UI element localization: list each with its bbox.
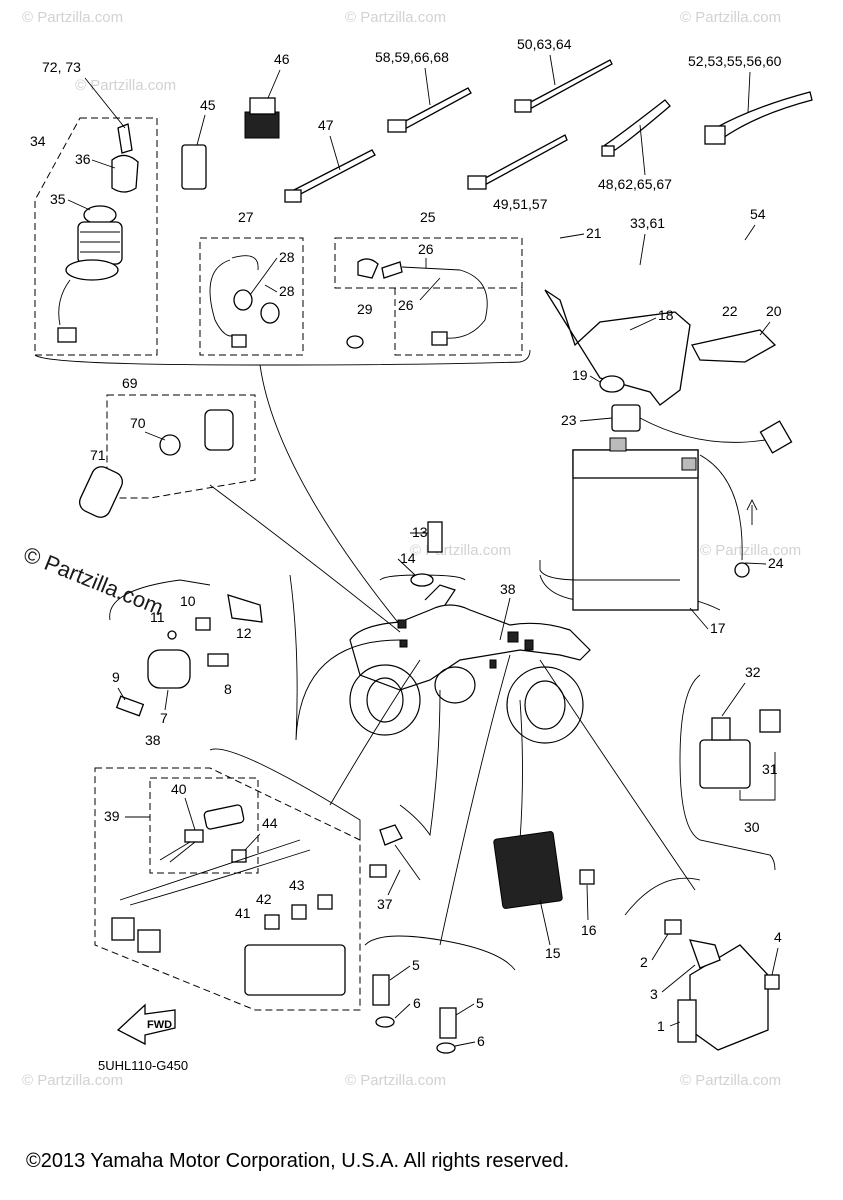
part-label: 28 [279, 249, 295, 265]
part-label: 34 [30, 133, 46, 149]
part-label: 32 [745, 664, 761, 680]
cable-ties-connectors [181, 59, 813, 203]
part-label: 2 [640, 954, 648, 970]
part-label: 69 [122, 375, 138, 391]
part-label: 27 [238, 209, 254, 225]
cdi-unit [664, 919, 780, 1051]
battery-area [539, 289, 793, 611]
part-label: 29 [357, 301, 373, 317]
watermark: © Partzilla.com [75, 77, 176, 94]
part-label: 17 [710, 620, 726, 636]
sub-harness-parts [209, 255, 488, 349]
watermark: © Partzilla.com [680, 9, 781, 26]
part-label: 50,63,64 [517, 36, 572, 52]
starter-relay [699, 709, 781, 801]
part-label: 70 [130, 415, 146, 431]
part-label: 15 [545, 945, 561, 961]
part-label: 30 [744, 819, 760, 835]
part-label: 37 [377, 896, 393, 912]
atv-outline [349, 584, 591, 744]
part-label: 6 [413, 995, 421, 1011]
part-label: 44 [262, 815, 278, 831]
part-label: 20 [766, 303, 782, 319]
part-label: 25 [420, 209, 436, 225]
part-label: 43 [289, 877, 305, 893]
part-label: 46 [274, 51, 290, 67]
part-label: 11 [150, 609, 165, 625]
part-label: 8 [224, 681, 232, 697]
part-label: 71 [90, 447, 106, 463]
kit-outlines [34, 117, 523, 1011]
part-label: 5 [412, 957, 420, 973]
watermark: © Partzilla.com [680, 1072, 781, 1089]
diagram-code: 5UHL110-G450 [98, 1058, 188, 1073]
part-label: 72, 73 [42, 59, 81, 75]
part-label: 33,61 [630, 215, 665, 231]
part-label: 28 [279, 283, 295, 299]
watermark-large: © Partzilla.com [20, 541, 167, 620]
fuse-box-area [111, 804, 421, 996]
part-label: 13 [412, 524, 428, 540]
part-label: 38 [145, 732, 161, 748]
part-label: 36 [75, 151, 91, 167]
part-label: 52,53,55,56,60 [688, 53, 782, 69]
part-label: 24 [768, 555, 784, 571]
part-label: 45 [200, 97, 216, 113]
misc-left-parts [78, 409, 443, 717]
fwd-label: FWD [147, 1019, 172, 1031]
part-label: 49,51,57 [493, 196, 548, 212]
main-switch-assembly [57, 123, 139, 343]
leader-lines [34, 349, 776, 971]
part-label: 1 [657, 1018, 665, 1034]
watermark: © Partzilla.com [22, 9, 123, 26]
part-label: 6 [477, 1033, 485, 1049]
part-label: 40 [171, 781, 187, 797]
watermark: © Partzilla.com [410, 542, 511, 559]
part-label: 26 [418, 241, 434, 257]
part-label: 47 [318, 117, 334, 133]
part-label: 5 [476, 995, 484, 1011]
part-label: 31 [762, 761, 778, 777]
part-label: 16 [581, 922, 597, 938]
part-label: 39 [104, 808, 120, 824]
bolts-and-washers [372, 974, 457, 1054]
forward-arrow: FWD [116, 1003, 176, 1046]
part-label: 21 [586, 225, 602, 241]
part-label: 54 [750, 206, 766, 222]
part-label: 41 [235, 905, 251, 921]
watermark: © Partzilla.com [345, 1072, 446, 1089]
part-label: 19 [572, 367, 588, 383]
watermark: © Partzilla.com [700, 542, 801, 559]
part-label: 48,62,65,67 [598, 176, 672, 192]
part-label: 26 [398, 297, 414, 313]
part-label: 4 [774, 929, 782, 945]
part-label: 35 [50, 191, 66, 207]
part-label: 23 [561, 412, 577, 428]
part-label: 10 [180, 593, 196, 609]
part-label: 3 [650, 986, 658, 1002]
part-label: 58,59,66,68 [375, 49, 449, 65]
part-label: 42 [256, 891, 272, 907]
part-label: 38 [500, 581, 516, 597]
part-label: 18 [658, 307, 674, 323]
copyright-notice: ©2013 Yamaha Motor Corporation, U.S.A. A… [26, 1150, 569, 1172]
part-label: 9 [112, 669, 120, 685]
part-label: 22 [722, 303, 738, 319]
part-labels: 72, 73 34 36 35 45 46 47 58,59,66,68 50,… [30, 36, 784, 1049]
watermark: © Partzilla.com [345, 9, 446, 26]
part-label: 12 [236, 625, 252, 641]
part-label: 7 [160, 710, 168, 726]
rectifier-regulator [493, 831, 595, 909]
watermark: © Partzilla.com [22, 1072, 123, 1089]
part-label: 14 [400, 550, 416, 566]
